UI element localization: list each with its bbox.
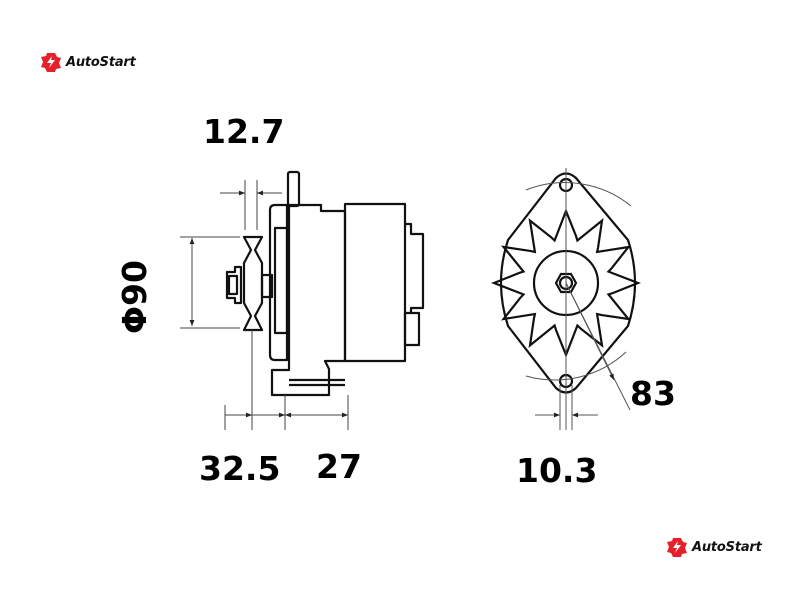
logo-icon bbox=[667, 538, 687, 557]
dim-foot-width: 10.3 bbox=[516, 451, 598, 490]
side-dimensions bbox=[180, 180, 349, 430]
brand-logo-bottom: AutoStart bbox=[666, 537, 762, 557]
dim-mount-radius: 83 bbox=[630, 374, 676, 413]
housing-outline bbox=[499, 172, 637, 394]
mount-stud bbox=[286, 170, 301, 208]
brand-name: AutoStart bbox=[66, 54, 136, 70]
dim-mount-offset: 27 bbox=[316, 447, 362, 486]
brand-logo-top: AutoStart bbox=[40, 52, 136, 72]
dim-pulley-width: 12.7 bbox=[203, 112, 285, 151]
rear-cover bbox=[343, 202, 407, 363]
front-dimensions bbox=[525, 168, 632, 430]
nut bbox=[225, 265, 243, 305]
dim-pulley-diameter: Φ90 bbox=[115, 260, 154, 334]
brand-name: AutoStart bbox=[692, 539, 762, 555]
shaft bbox=[260, 273, 274, 299]
body bbox=[270, 203, 347, 397]
dim-pulley-offset: 32.5 bbox=[199, 449, 281, 488]
logo-icon bbox=[41, 53, 61, 72]
front-plate bbox=[268, 203, 289, 362]
side-view bbox=[225, 170, 425, 397]
pulley bbox=[242, 235, 264, 332]
terminal bbox=[405, 222, 425, 314]
